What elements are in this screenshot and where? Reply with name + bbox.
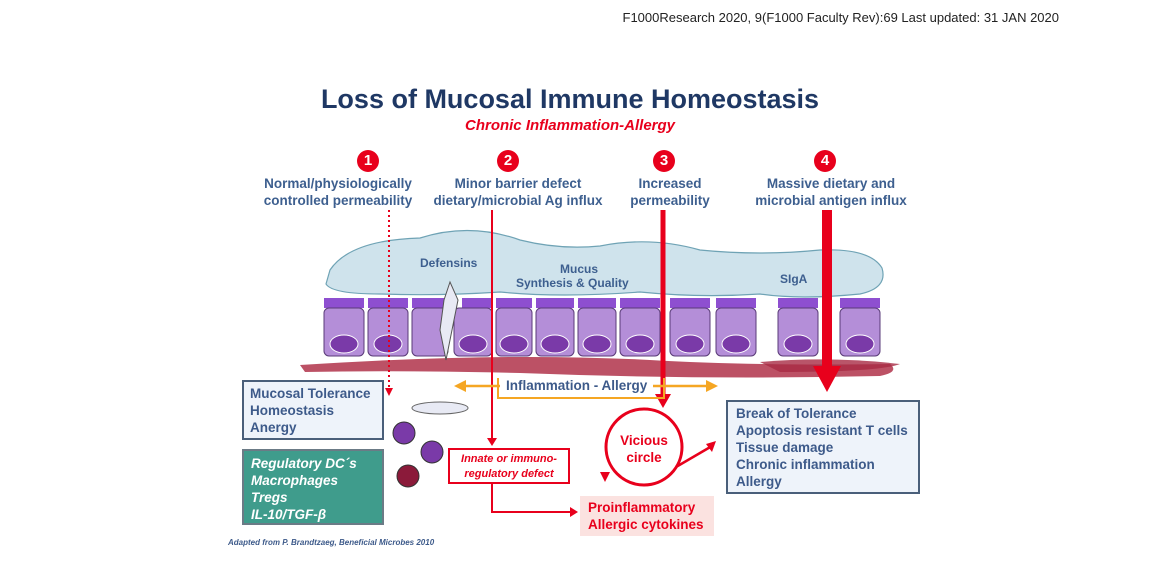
microvilli-9 [670,298,710,308]
mucus-layer [325,229,884,298]
step-2-arrowhead [487,438,497,446]
step-1-arrowhead [385,388,393,396]
cell-nucleus-8 [625,334,655,354]
step-3-badge: 3 [653,150,675,172]
regulatory-line: Regulatory DC´s [251,456,357,471]
cell-nucleus-10 [721,334,751,354]
microvilli-12 [840,298,880,308]
cytokines-line: Proinflammatory [588,500,696,515]
citation-header: F1000Research 2020, 9(F1000 Faculty Rev)… [622,10,1060,25]
vicious-circle-label: Vicious circle [606,432,682,466]
tolerance-line: Homeostasis [250,403,335,418]
cytokines-box: Proinflammatory Allergic cytokines [580,496,714,536]
vicious-line: Vicious [620,433,668,448]
microvilli-7 [578,298,616,308]
vicious-to-outcome-arrow [675,444,713,469]
step-1-label: Normal/physiologically controlled permea… [238,175,438,209]
vicious-line: circle [626,450,662,465]
cytokines-line: Allergic cytokines [588,517,704,532]
innate-defect-box: Innate or immuno- regulatory defect [448,448,570,484]
immune-cell-3 [396,464,420,488]
microvilli-8 [620,298,660,308]
inflammation-allergy-label: Inflammation - Allergy [500,378,654,393]
epithelial-cells [323,298,881,357]
cell-nucleus-6 [540,334,570,354]
dendritic-cell [439,280,459,361]
inflammation-arrowhead-right [706,380,718,392]
vicious-circle-arrowhead [600,472,610,482]
regulatory-line: Tregs [251,490,288,505]
cell-nucleus-1 [329,334,359,354]
step-3-line1: Increased [638,176,702,191]
step-3-line2: permeability [630,193,710,208]
outcome-line: Chronic inflammation [736,457,875,472]
microvilli-3 [412,298,448,308]
step-3-label: Increased permeability [570,175,770,209]
immune-cell-2 [420,440,444,464]
step-1-line1: Normal/physiologically [264,176,412,191]
inflammation-bracket [497,378,665,399]
defect-line: Innate or immuno- [461,453,557,465]
microvilli-6 [536,298,574,308]
figure-credit: Adapted from P. Brandtzaeg, Beneficial M… [228,538,435,547]
tolerance-box: Mucosal Tolerance Homeostasis Anergy [242,380,384,440]
microvilli-2 [368,298,408,308]
step-2-label: Minor barrier defect dietary/microbial A… [418,175,618,209]
microvilli-1 [324,298,364,308]
outcome-line: Break of Tolerance [736,406,857,421]
step-4-line1: Massive dietary and [766,176,896,191]
vicious-circle-ring [604,407,684,487]
step-2-line1: Minor barrier defect [454,176,582,191]
defensins-label: Defensins [420,256,478,270]
outcome-box: Break of Tolerance Apoptosis resistant T… [726,400,920,494]
cell-nucleus-4 [458,334,488,354]
defect-line: regulatory defect [464,468,554,480]
siga-label: SIgA [780,272,808,286]
microvilli-4 [462,298,492,308]
tolerance-line: Mucosal Tolerance [250,386,371,401]
cell-nucleus-7 [582,334,612,354]
microvilli-10 [716,298,756,308]
cell-nucleus-5 [499,334,529,354]
tolerance-line: Anergy [250,420,297,435]
step-4-label: Massive dietary and microbial antigen in… [731,175,931,209]
figure-subtitle: Chronic Inflammation-Allergy [464,117,676,134]
cell-nucleus-12 [845,334,875,354]
outcome-line: Tissue damage [736,440,834,455]
inflammation-arrowhead-left [454,380,466,392]
step-4-badge: 4 [814,150,836,172]
regulatory-line: IL-10/TGF-β [251,507,327,522]
defect-to-cytokines-arrowhead [570,507,578,517]
immune-cell-1 [392,421,416,445]
step-1-badge: 1 [357,150,379,172]
step-1-line2: controlled permeability [263,193,413,208]
microvilli-11 [778,298,818,308]
microvilli-5 [496,298,532,308]
outcome-line: Allergy [736,474,782,489]
regulatory-box: Regulatory DC´s Macrophages Tregs IL-10/… [242,449,384,525]
step-4-arrowhead [813,366,841,392]
figure-title: Loss of Mucosal Immune Homeostasis [320,84,820,114]
vicious-to-outcome-arrowhead [706,441,716,452]
synthesis-label: Synthesis & Quality [516,276,629,290]
mucus-label: Mucus [560,262,599,276]
cell-nucleus-9 [675,334,705,354]
defect-to-cytokines-arrow [491,484,572,513]
cell-nucleus-11 [783,334,813,354]
step-2-line2: dietary/microbial Ag influx [433,193,603,208]
regulatory-line: Macrophages [251,473,339,488]
step-4-line2: microbial antigen influx [755,193,907,208]
lamina-propria-band [300,356,894,378]
outcome-line: Apoptosis resistant T cells [736,423,908,438]
step-2-badge: 2 [497,150,519,172]
dendritic-cell-lower [411,401,469,415]
